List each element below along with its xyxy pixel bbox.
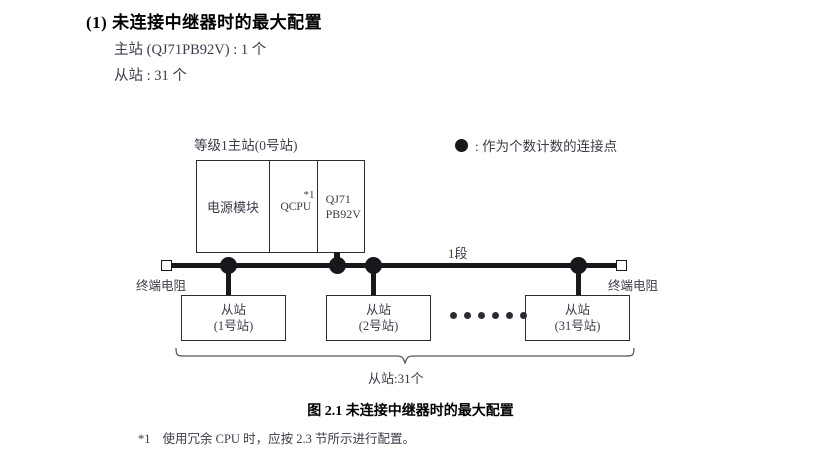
connection-point-dot bbox=[365, 257, 382, 274]
slave-station-box: 从站 (1号站) bbox=[181, 295, 286, 341]
power-supply-module: 电源模块 bbox=[197, 161, 271, 252]
slave-station-box: 从站 (2号站) bbox=[326, 295, 431, 341]
spec-master-count: 主站 (QJ71PB92V) : 1 个 bbox=[114, 42, 267, 58]
slave-station-number: (31号站) bbox=[554, 319, 601, 333]
figure-caption: 图 2.1 未连接中继器时的最大配置 bbox=[307, 404, 514, 419]
master-station-label: 等级1主站(0号站) bbox=[194, 138, 298, 153]
connection-point-dot bbox=[570, 257, 587, 274]
footnote-mark: *1 bbox=[138, 432, 151, 446]
ellipsis-dot bbox=[478, 312, 485, 319]
slave-drop-line bbox=[226, 268, 231, 296]
master-module-assembly: 电源模块 QCPU *1 QJ71 PB92V bbox=[196, 160, 365, 253]
qcpu-label: QCPU bbox=[280, 200, 312, 213]
qj71-line1: QJ71 bbox=[325, 192, 351, 207]
connection-point-dot bbox=[220, 257, 237, 274]
terminator-right-label: 终端电阻 bbox=[608, 279, 659, 293]
power-supply-label: 电源模块 bbox=[207, 200, 260, 215]
qj71-line2: PB92V bbox=[325, 206, 361, 221]
legend: : 作为个数计数的连接点 bbox=[455, 135, 617, 155]
footnote-marker: *1 bbox=[303, 189, 315, 201]
slave-drop-line bbox=[371, 268, 376, 296]
bus-trunk-line bbox=[163, 263, 621, 268]
terminator-right-icon bbox=[616, 260, 627, 271]
spec-slave-count: 从站 : 31 个 bbox=[114, 68, 187, 84]
slave-station-number: (1号站) bbox=[213, 319, 254, 333]
ellipsis-dot bbox=[506, 312, 513, 319]
slave-station-number: (2号站) bbox=[358, 319, 399, 333]
slave-title: 从站 bbox=[365, 303, 391, 317]
slave-title: 从站 bbox=[564, 303, 590, 317]
footnote: *1 使用冗余 CPU 时，应按 2.3 节所示进行配置。 bbox=[138, 428, 415, 447]
segment-label: 1段 bbox=[448, 246, 468, 261]
ellipsis-dots bbox=[450, 312, 527, 319]
terminator-left-label: 终端电阻 bbox=[136, 279, 187, 293]
brace-label: 从站:31个 bbox=[368, 371, 424, 386]
qcpu-module: QCPU *1 bbox=[270, 161, 318, 252]
ellipsis-dot bbox=[450, 312, 457, 319]
qj71-label: QJ71 PB92V bbox=[326, 192, 361, 220]
ellipsis-dot bbox=[464, 312, 471, 319]
slave-title: 从站 bbox=[220, 303, 246, 317]
ellipsis-dot bbox=[492, 312, 499, 319]
ellipsis-dot bbox=[520, 312, 527, 319]
slave-station-box: 从站 (31号站) bbox=[525, 295, 630, 341]
slave-drop-line bbox=[576, 268, 581, 296]
section-heading: (1) 未连接中继器时的最大配置 bbox=[86, 13, 323, 32]
filled-circle-icon bbox=[455, 138, 468, 152]
slave-group-brace bbox=[175, 347, 635, 364]
footnote-text: 使用冗余 CPU 时，应按 2.3 节所示进行配置。 bbox=[162, 432, 415, 446]
connection-point-dot bbox=[329, 257, 346, 274]
qj71pb92v-module: QJ71 PB92V bbox=[318, 161, 364, 252]
terminator-left-icon bbox=[161, 260, 172, 271]
legend-label: : 作为个数计数的连接点 bbox=[475, 139, 618, 154]
